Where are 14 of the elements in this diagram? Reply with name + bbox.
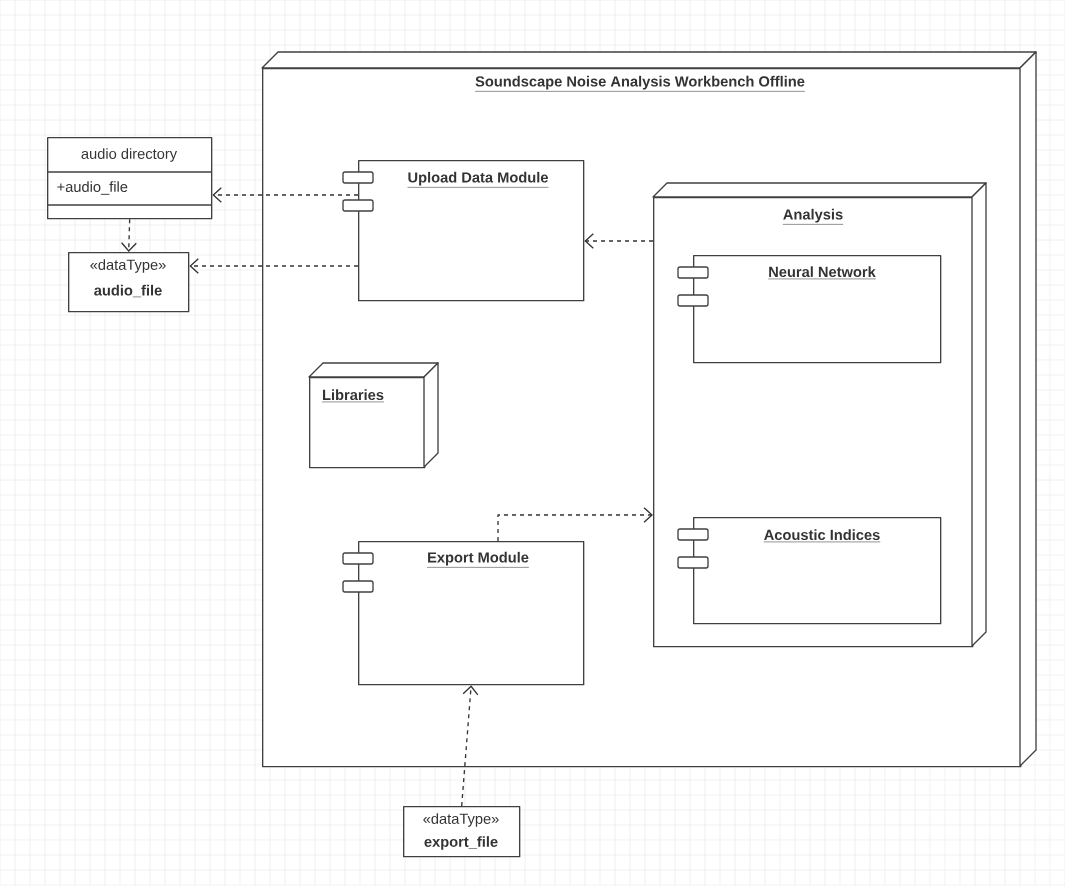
deployment-node: Libraries (308, 362, 439, 469)
dependency-arrow (189, 258, 359, 274)
class-box: audio directory +audio_file (46, 137, 213, 220)
component-box: Neural Network (677, 255, 942, 364)
component-box: Upload Data Module (342, 160, 585, 302)
dependency-arrow (212, 187, 359, 203)
dependency-arrow (497, 507, 653, 542)
datatype-box: «dataType» audio_file (68, 252, 190, 313)
component-box: Acoustic Indices (677, 517, 942, 625)
dependency-arrow (120, 218, 137, 252)
dependency-arrow (461, 685, 479, 807)
component-box: Export Module (342, 541, 585, 686)
datatype-box: «dataType» export_file (403, 806, 521, 858)
dependency-arrow (584, 233, 654, 249)
